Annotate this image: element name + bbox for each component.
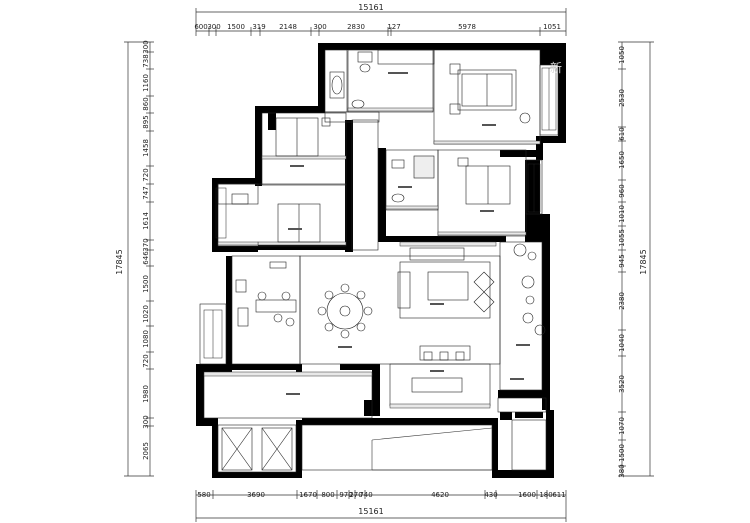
- top-dim-4: 319: [252, 23, 265, 31]
- bedroom3-bed: [457, 157, 511, 205]
- walls: [196, 43, 566, 478]
- dining-table: [317, 283, 373, 339]
- top-dim-9: 5978: [458, 23, 476, 31]
- left-total-dimension: 17845: [115, 249, 124, 274]
- top-total-dimension: 15161: [358, 3, 383, 12]
- right-dim-8: 945: [618, 254, 626, 267]
- left-dim-14: 1080: [142, 330, 150, 348]
- left-dim-16: 1980: [142, 385, 150, 403]
- bottom-dim-8: 4620: [431, 491, 449, 499]
- top-dimension-chain: 15161 600 300 1500 319 2148 300 2830 127…: [194, 3, 567, 36]
- top-dim-1: 600: [194, 23, 207, 31]
- right-dim-9: 2380: [618, 292, 626, 310]
- right-dim-13: 1500: [618, 444, 626, 462]
- wardrobes: [221, 427, 293, 471]
- room-labels: [286, 72, 530, 395]
- bottom-dim-10: 1600: [518, 491, 536, 499]
- bathroom-fixtures: [329, 51, 435, 203]
- top-dim-10: 1051: [543, 23, 561, 31]
- bottom-dim-2: 3690: [247, 491, 265, 499]
- bottom-dim-11: 180: [539, 491, 552, 499]
- left-dim-15: 720: [142, 354, 150, 367]
- right-dim-4: 1650: [618, 151, 626, 169]
- left-dim-11: 646: [142, 251, 150, 265]
- bedroom2-bed: [231, 193, 321, 243]
- top-dim-7: 2830: [347, 23, 365, 31]
- top-dim-8: 127: [387, 23, 400, 31]
- living-room-sofa: [397, 247, 495, 319]
- right-dim-1: 1050: [618, 46, 626, 64]
- balcony-plants: [513, 243, 546, 336]
- right-dim-3: 610: [618, 127, 626, 140]
- left-dim-18: 2065: [142, 442, 150, 460]
- left-dim-5: 895: [142, 115, 150, 128]
- kitchen-island: [235, 261, 297, 327]
- bottom-dim-4: 800: [321, 491, 334, 499]
- bottom-dim-3: 1670: [299, 491, 317, 499]
- left-dim-3: 1160: [142, 74, 150, 92]
- right-dim-7: 1055: [618, 229, 626, 247]
- watermark-text: 新: [550, 60, 562, 75]
- bottom-dim-1: 580: [197, 491, 210, 499]
- left-dim-1: 300: [142, 40, 150, 53]
- bottom-dim-6: 270: [349, 491, 362, 499]
- right-dim-6: 1010: [618, 205, 626, 223]
- bottom-dimension-chain: 580 3690 1670 800 970 270 740 4620 430 1…: [195, 490, 567, 522]
- right-dimension-chain: 1050 2530 610 1650 960 1010 1055 945 238…: [618, 41, 654, 478]
- right-dim-12: 1070: [618, 417, 626, 435]
- master-bed: [449, 63, 531, 124]
- left-dim-12: 1500: [142, 275, 150, 293]
- room-outlines: [199, 49, 559, 473]
- left-dim-9: 1614: [142, 212, 150, 230]
- left-dim-4: 860: [142, 97, 150, 110]
- right-dim-11: 3520: [618, 375, 626, 393]
- left-dim-8: 747: [142, 186, 150, 199]
- right-dim-2: 2530: [618, 89, 626, 107]
- right-total-dimension: 17845: [639, 249, 648, 274]
- left-dim-7: 720: [142, 168, 150, 181]
- left-dim-2: 738: [142, 54, 150, 67]
- bedroom1-bed: [275, 117, 331, 157]
- right-dim-14: 380: [618, 464, 626, 477]
- left-dimension-chain: 17845 300 738 1160 860 895 1458 720 747 …: [115, 40, 154, 477]
- bottom-total-dimension: 15161: [358, 507, 383, 516]
- top-dim-5: 2148: [279, 23, 297, 31]
- right-dim-10: 1040: [618, 334, 626, 352]
- balcony-window: [527, 67, 557, 213]
- study-desk: [411, 345, 471, 393]
- corridor-lines: [371, 427, 493, 471]
- hatched-walls: [203, 107, 541, 409]
- top-dim-3: 1500: [227, 23, 245, 31]
- left-dim-17: 300: [142, 415, 150, 428]
- left-dim-13: 1020: [142, 305, 150, 323]
- right-dim-5: 960: [618, 184, 626, 197]
- left-balcony: [203, 187, 227, 359]
- top-dim-2: 300: [207, 23, 220, 31]
- bottom-dim-9: 430: [484, 491, 497, 499]
- left-dim-6: 1458: [142, 139, 150, 157]
- bottom-dim-5: 970: [339, 491, 352, 499]
- left-dim-10: 370: [142, 238, 150, 251]
- bottom-dim-7: 740: [359, 491, 372, 499]
- top-dim-6: 300: [313, 23, 326, 31]
- bottom-dim-12: 611: [552, 491, 565, 499]
